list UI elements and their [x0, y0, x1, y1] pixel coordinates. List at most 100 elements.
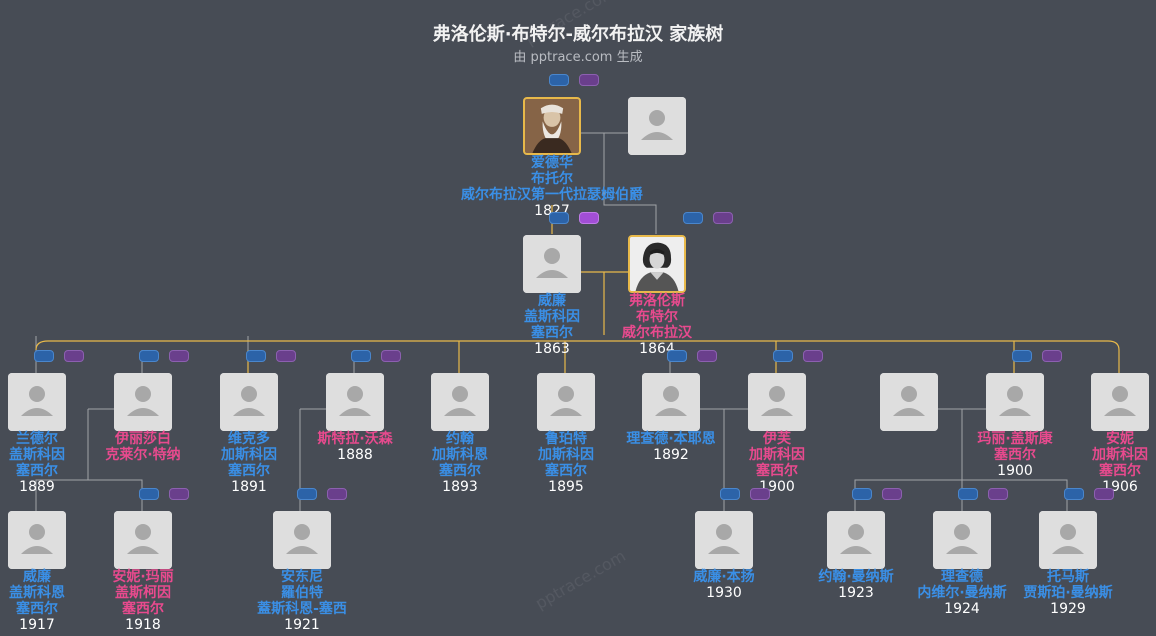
expand-female-badge[interactable]: [169, 488, 189, 500]
person-card-edward[interactable]: [523, 97, 581, 155]
person-name: 托马斯: [1047, 569, 1089, 585]
expand-male-badge[interactable]: [246, 350, 266, 362]
person-card-randle[interactable]: [8, 373, 66, 431]
person-name: 威廉: [23, 569, 51, 585]
expand-female-badge[interactable]: [988, 488, 1008, 500]
connector: [35, 340, 1120, 374]
person-placeholder-icon: [695, 511, 753, 569]
connector: [35, 408, 143, 512]
person-name: 玛丽·盖斯康: [977, 431, 1053, 447]
expand-male-badge[interactable]: [297, 488, 317, 500]
person-card-william_b[interactable]: [695, 511, 753, 569]
birth-year: 1923: [838, 585, 874, 601]
person-name: 加斯科因: [221, 447, 277, 463]
expand-female-badge[interactable]: [169, 350, 189, 362]
person-name: 鲁珀特: [545, 431, 587, 447]
person-name: 约翰·曼纳斯: [818, 569, 894, 585]
expand-male-badge[interactable]: [852, 488, 872, 500]
expand-female-badge[interactable]: [713, 212, 733, 224]
person-card-elizabeth[interactable]: [114, 373, 172, 431]
person-card-rupert[interactable]: [537, 373, 595, 431]
connector: [247, 341, 1015, 374]
expand-female-badge[interactable]: [697, 350, 717, 362]
person-name: 理查德·本耶恩: [626, 431, 716, 447]
expand-female-badge[interactable]: [882, 488, 902, 500]
expand-female-badge[interactable]: [381, 350, 401, 362]
person-card-anne[interactable]: [1091, 373, 1149, 431]
expand-female-badge[interactable]: [64, 350, 84, 362]
person-name: 理查德: [941, 569, 983, 585]
birth-year: 1924: [944, 601, 980, 617]
expand-female-badge[interactable]: [276, 350, 296, 362]
birth-year: 1900: [997, 463, 1033, 479]
person-card-thomas_m[interactable]: [1039, 511, 1097, 569]
person-card-richard_m[interactable]: [933, 511, 991, 569]
person-name: 加斯科因: [538, 447, 594, 463]
expand-male-badge[interactable]: [958, 488, 978, 500]
expand-male-badge[interactable]: [549, 212, 569, 224]
person-placeholder-icon: [114, 511, 172, 569]
person-card-florence[interactable]: [628, 235, 686, 293]
person-card-john_m[interactable]: [827, 511, 885, 569]
person-card-mary[interactable]: [986, 373, 1044, 431]
expand-male-badge[interactable]: [773, 350, 793, 362]
birth-year: 1863: [534, 341, 570, 357]
expand-male-badge[interactable]: [1012, 350, 1032, 362]
person-card-anthony[interactable]: [273, 511, 331, 569]
expand-female-badge[interactable]: [750, 488, 770, 500]
person-placeholder-icon: [114, 373, 172, 431]
person-name: 伊芙: [763, 431, 791, 447]
person-name: 加斯科因: [1092, 447, 1148, 463]
expand-male-badge[interactable]: [139, 350, 159, 362]
person-placeholder-icon: [8, 511, 66, 569]
expand-male-badge[interactable]: [683, 212, 703, 224]
person-name: 盖斯科因: [524, 309, 580, 325]
person-card-ivy[interactable]: [748, 373, 806, 431]
expand-male-badge[interactable]: [34, 350, 54, 362]
expand-male-badge[interactable]: [667, 350, 687, 362]
expand-female-badge[interactable]: [579, 74, 599, 86]
person-card-mary_sp[interactable]: [880, 373, 938, 431]
person-card-stella[interactable]: [326, 373, 384, 431]
person-card-victor[interactable]: [220, 373, 278, 431]
person-card-john[interactable]: [431, 373, 489, 431]
person-name: 斯特拉·沃森: [317, 431, 393, 447]
birth-year: 1888: [337, 447, 373, 463]
expand-female-badge[interactable]: [579, 212, 599, 224]
expand-male-badge[interactable]: [1064, 488, 1084, 500]
expand-male-badge[interactable]: [351, 350, 371, 362]
person-card-william_r[interactable]: [8, 511, 66, 569]
person-card-anne_mary[interactable]: [114, 511, 172, 569]
gold-connectors: [35, 205, 1120, 374]
person-placeholder-icon: [431, 373, 489, 431]
person-card-william_h[interactable]: [523, 235, 581, 293]
portrait-photo-icon: [525, 99, 579, 153]
person-name: 塞西尔: [756, 463, 798, 479]
birth-year: 1891: [231, 479, 267, 495]
portrait-engraving-icon: [630, 237, 684, 291]
expand-female-badge[interactable]: [1094, 488, 1114, 500]
birth-year: 1895: [548, 479, 584, 495]
person-card-richard_b[interactable]: [642, 373, 700, 431]
connector: [854, 408, 1068, 512]
expand-female-badge[interactable]: [327, 488, 347, 500]
expand-female-badge[interactable]: [803, 350, 823, 362]
expand-female-badge[interactable]: [1042, 350, 1062, 362]
person-card-edward_sp[interactable]: [628, 97, 686, 155]
person-placeholder-icon: [273, 511, 331, 569]
birth-year: 1917: [19, 617, 55, 633]
expand-male-badge[interactable]: [139, 488, 159, 500]
person-name: 弗洛伦斯: [629, 293, 685, 309]
expand-male-badge[interactable]: [549, 74, 569, 86]
expand-male-badge[interactable]: [720, 488, 740, 500]
person-name: 威廉·本扬: [693, 569, 755, 585]
